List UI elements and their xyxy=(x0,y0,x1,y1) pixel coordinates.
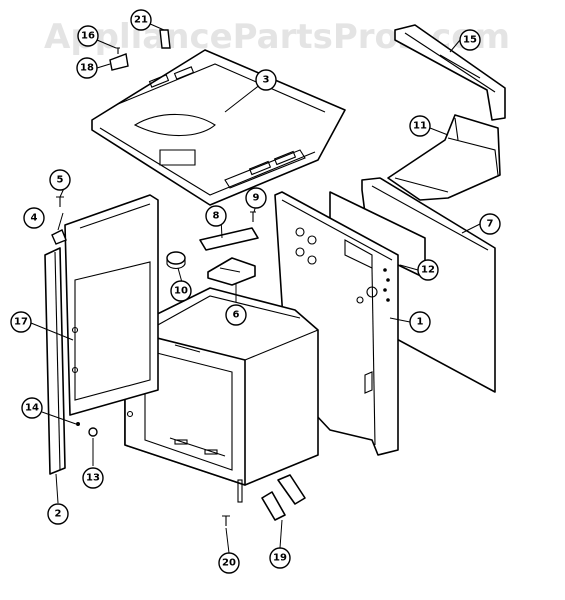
callout-10: 10 xyxy=(170,280,192,302)
part-2-front-frame xyxy=(44,247,66,475)
callout-16: 16 xyxy=(77,25,99,47)
part-11-duct xyxy=(387,114,501,201)
part-15-bracket xyxy=(394,24,506,121)
callout-8: 8 xyxy=(205,205,227,227)
svg-text:18: 18 xyxy=(80,63,94,74)
svg-text:2: 2 xyxy=(55,509,62,520)
callout-14: 14 xyxy=(21,397,43,419)
svg-text:6: 6 xyxy=(233,310,240,321)
callout-6: 6 xyxy=(225,304,247,326)
callout-15: 15 xyxy=(459,29,481,51)
svg-text:21: 21 xyxy=(134,15,148,26)
svg-text:13: 13 xyxy=(86,473,100,484)
callout-5: 5 xyxy=(49,169,71,191)
svg-text:16: 16 xyxy=(81,31,95,42)
callout-13: 13 xyxy=(82,467,104,489)
callout-2: 2 xyxy=(47,503,69,525)
callout-3: 3 xyxy=(255,69,277,91)
svg-text:5: 5 xyxy=(57,175,64,186)
part-6-switch-bracket xyxy=(207,257,256,286)
callout-12: 12 xyxy=(417,259,439,281)
small-hardware xyxy=(51,29,256,526)
callout-9: 9 xyxy=(245,187,267,209)
svg-text:3: 3 xyxy=(263,75,270,86)
part-8-bracket xyxy=(199,227,259,251)
callout-11: 11 xyxy=(409,115,431,137)
callout-17: 17 xyxy=(10,311,32,333)
callout-19: 19 xyxy=(269,547,291,569)
svg-text:10: 10 xyxy=(174,286,188,297)
part-19-hinge xyxy=(261,474,306,521)
svg-text:12: 12 xyxy=(421,265,435,276)
callout-21: 21 xyxy=(130,9,152,31)
svg-text:7: 7 xyxy=(487,219,494,230)
callout-4: 4 xyxy=(23,207,45,229)
svg-text:20: 20 xyxy=(222,558,236,569)
callout-7: 7 xyxy=(479,213,501,235)
svg-text:4: 4 xyxy=(31,213,38,224)
svg-text:11: 11 xyxy=(413,121,427,132)
svg-text:14: 14 xyxy=(25,403,39,414)
callout-18: 18 xyxy=(76,57,98,79)
callout-20: 20 xyxy=(218,552,240,574)
part-10-knob xyxy=(166,251,186,270)
part-3-top-panel xyxy=(91,49,346,206)
svg-text:15: 15 xyxy=(463,35,477,46)
svg-text:17: 17 xyxy=(14,317,28,328)
part-17-door-frame xyxy=(64,194,159,416)
svg-text:8: 8 xyxy=(213,211,220,222)
svg-text:9: 9 xyxy=(253,193,260,204)
svg-text:19: 19 xyxy=(273,553,287,564)
svg-text:1: 1 xyxy=(417,317,424,328)
callout-1: 1 xyxy=(409,311,431,333)
